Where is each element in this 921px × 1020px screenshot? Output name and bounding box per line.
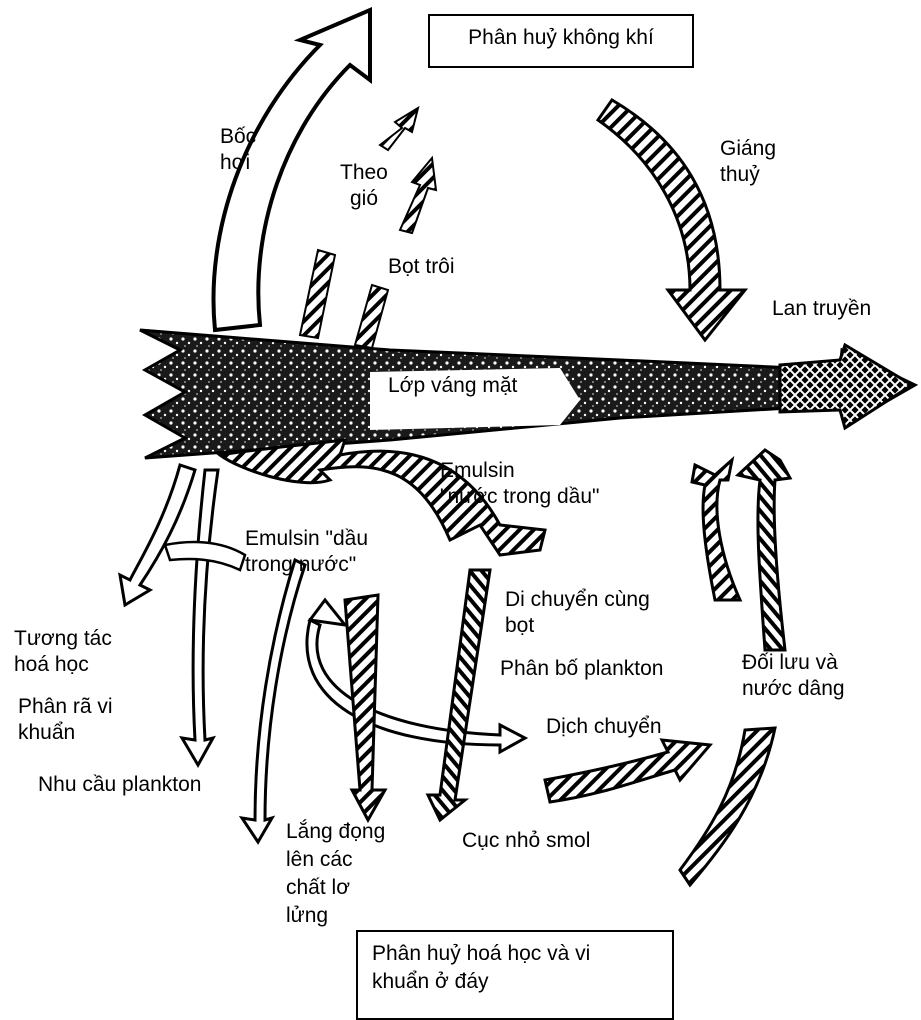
spreading-text: Lan truyền — [772, 296, 871, 322]
plankton-distribution-label: Phân bố plankton — [500, 656, 663, 682]
chem-interaction-line1: Tương tác — [14, 626, 112, 652]
sedimentation-line4: lửng — [286, 902, 385, 930]
convection-line2: nước dâng — [742, 676, 845, 702]
evaporation-line1: Bốc — [220, 124, 256, 150]
spray-label: Bọt trôi — [388, 254, 455, 280]
convection-line1: Đối lưu và — [742, 650, 845, 676]
plankton-distribution-text: Phân bố plankton — [500, 656, 663, 682]
drift-text: Dịch chuyển — [546, 714, 662, 740]
wind-line2: gió — [340, 186, 388, 212]
bacterial-decay-label: Phân rã vi khuẩn — [18, 694, 113, 746]
bottom-box-line2: khuẩn ở đáy — [372, 968, 658, 996]
evaporation-line2: hơi — [220, 150, 256, 176]
oil-in-water-line1: Emulsin "dầu — [245, 526, 368, 552]
oil-in-water-emulsion-arrow — [307, 600, 525, 752]
drift-arrow — [545, 740, 710, 802]
bottom-box: Phân huỷ hoá học và vi khuẩn ở đáy — [356, 930, 674, 1020]
wind-label: Theo gió — [340, 160, 388, 212]
precipitation-line1: Giáng — [720, 136, 776, 162]
spray-text: Bọt trôi — [388, 254, 455, 280]
convection-label: Đối lưu và nước dâng — [742, 650, 845, 702]
foam-move-line1: Di chuyển cùng — [505, 587, 650, 613]
spreading-label: Lan truyền — [772, 296, 871, 322]
bacterial-decay-line1: Phân rã vi — [18, 694, 113, 720]
precipitation-line2: thuỷ — [720, 162, 776, 188]
drift-label: Dịch chuyển — [546, 714, 662, 740]
evaporation-label: Bốc hơi — [220, 124, 256, 176]
sedimentation-arrow — [345, 570, 490, 820]
foam-move-line2: bọt — [505, 613, 650, 639]
spray-arrow — [300, 250, 388, 348]
plankton-demand-label: Nhu cầu plankton — [38, 772, 201, 798]
water-in-oil-line1: Emulsin — [440, 458, 600, 484]
tar-balls-label: Cục nhỏ smol — [462, 828, 590, 854]
chem-interaction-label: Tương tác hoá học — [14, 626, 112, 678]
foam-move-label: Di chuyển cùng bọt — [505, 587, 650, 639]
wind-arrow — [380, 108, 436, 233]
oil-in-water-emulsion-label: Emulsin "dầu trong nước" — [245, 526, 368, 578]
tar-balls-text: Cục nhỏ smol — [462, 828, 590, 854]
surface-slick-arrow — [140, 330, 915, 458]
surface-slick-label: Lớp váng mặt — [388, 373, 517, 399]
water-in-oil-emulsion-label: Emulsin "nước trong dầu" — [440, 458, 600, 510]
precipitation-label: Giáng thuỷ — [720, 136, 776, 188]
top-box: Phân huỷ không khí — [428, 14, 694, 68]
chem-interaction-line2: hoá học — [14, 652, 112, 678]
sedimentation-line2: lên các — [286, 846, 385, 874]
wind-line1: Theo — [340, 160, 388, 186]
sedimentation-label: Lắng đọng lên các chất lơ lửng — [286, 818, 385, 930]
bacterial-decay-line2: khuẩn — [18, 720, 113, 746]
oil-in-water-line2: trong nước" — [245, 552, 368, 578]
water-in-oil-line2: "nước trong dầu" — [440, 484, 600, 510]
bottom-box-line1: Phân huỷ hoá học và vi — [372, 940, 658, 968]
plankton-demand-text: Nhu cầu plankton — [38, 772, 201, 798]
sedimentation-line1: Lắng đọng — [286, 818, 385, 846]
surface-slick-text: Lớp váng mặt — [388, 373, 517, 399]
sedimentation-line3: chất lơ — [286, 874, 385, 902]
top-box-label: Phân huỷ không khí — [430, 16, 692, 60]
